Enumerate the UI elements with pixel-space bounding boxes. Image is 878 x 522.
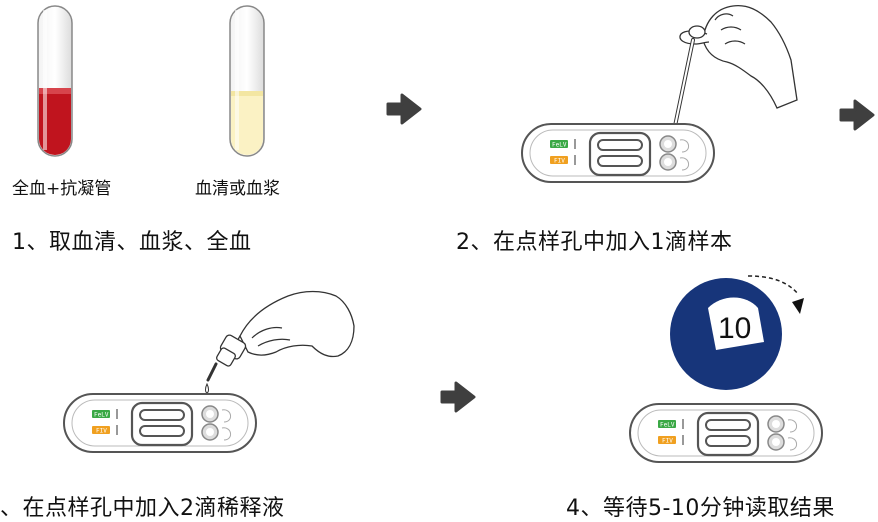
arrow-right-icon bbox=[386, 93, 422, 125]
fiv-label: FIV bbox=[662, 438, 673, 445]
timer-number: 10 bbox=[718, 312, 751, 345]
arrow-right-icon bbox=[440, 381, 476, 413]
step-4-text: 4、等待5-10分钟读取结果 bbox=[566, 496, 835, 521]
serum-tube-label: 血清或血浆 bbox=[195, 179, 280, 199]
felv-label: FeLV bbox=[552, 142, 567, 149]
felv-label: FeLV bbox=[94, 412, 109, 419]
fiv-label: FIV bbox=[554, 158, 565, 165]
fiv-label: FIV bbox=[96, 428, 107, 435]
felv-label: FeLV bbox=[660, 422, 675, 429]
arrow-right-icon bbox=[839, 99, 875, 131]
hand-dropper-illustration bbox=[205, 290, 355, 394]
timer-illustration: 10 bbox=[670, 275, 804, 390]
serum-tube bbox=[229, 5, 265, 157]
test-kit-step2: FeLV FIV bbox=[521, 123, 715, 183]
test-kit-step3: FeLV FIV bbox=[63, 393, 257, 453]
blood-tube-label: 全血+抗凝管 bbox=[12, 179, 112, 199]
step-3-text: 、在点样孔中加入2滴稀释液 bbox=[0, 496, 285, 521]
step-2-text: 2、在点样孔中加入1滴样本 bbox=[456, 230, 733, 255]
test-kit-step4: FeLV FIV bbox=[629, 403, 823, 463]
blood-tube bbox=[37, 5, 73, 157]
rotate-arrow-icon bbox=[792, 298, 804, 314]
step-1-text: 1、取血清、血浆、全血 bbox=[12, 230, 252, 255]
hand-pipette-illustration bbox=[673, 4, 798, 138]
